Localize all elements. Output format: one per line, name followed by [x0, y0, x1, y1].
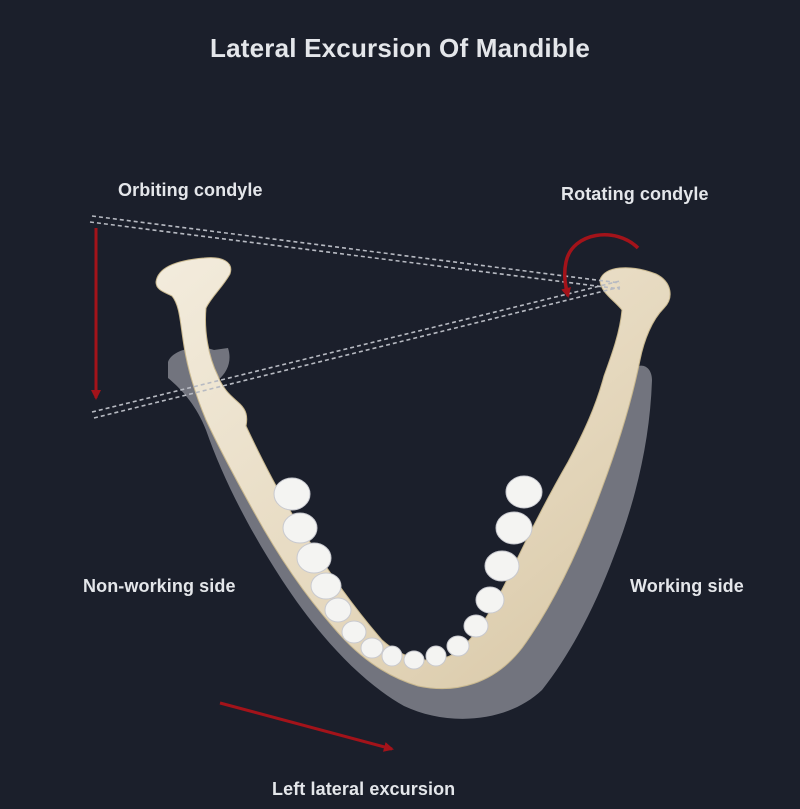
non-working-side-label: Non-working side — [83, 576, 236, 596]
rotation-arrow — [561, 233, 640, 298]
mandible-bone — [155, 257, 671, 689]
orbiting-condyle-label: Orbiting condyle — [118, 180, 263, 200]
diagram-title: Lateral Excursion Of Mandible — [210, 33, 590, 63]
movement-label: Left lateral excursion — [272, 779, 456, 799]
working-side-label: Working side — [630, 576, 744, 596]
condyle-reference-lines — [89, 215, 621, 419]
lateral-movement-arrow — [219, 701, 394, 752]
rotating-condyle-label: Rotating condyle — [561, 184, 709, 204]
